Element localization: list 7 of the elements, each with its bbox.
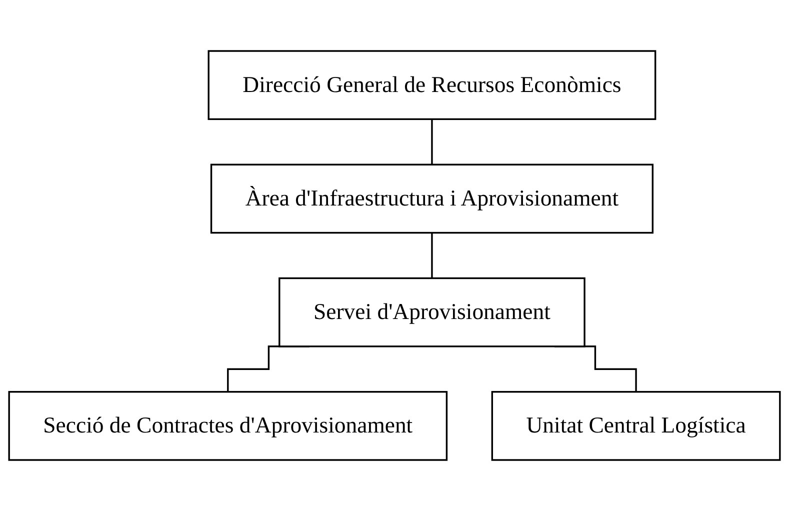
node-box xyxy=(210,164,654,234)
node-box xyxy=(491,390,781,461)
node-box xyxy=(208,50,656,120)
connector xyxy=(431,118,433,166)
connector xyxy=(431,232,433,280)
node-box xyxy=(8,390,448,461)
node-box xyxy=(278,277,586,348)
